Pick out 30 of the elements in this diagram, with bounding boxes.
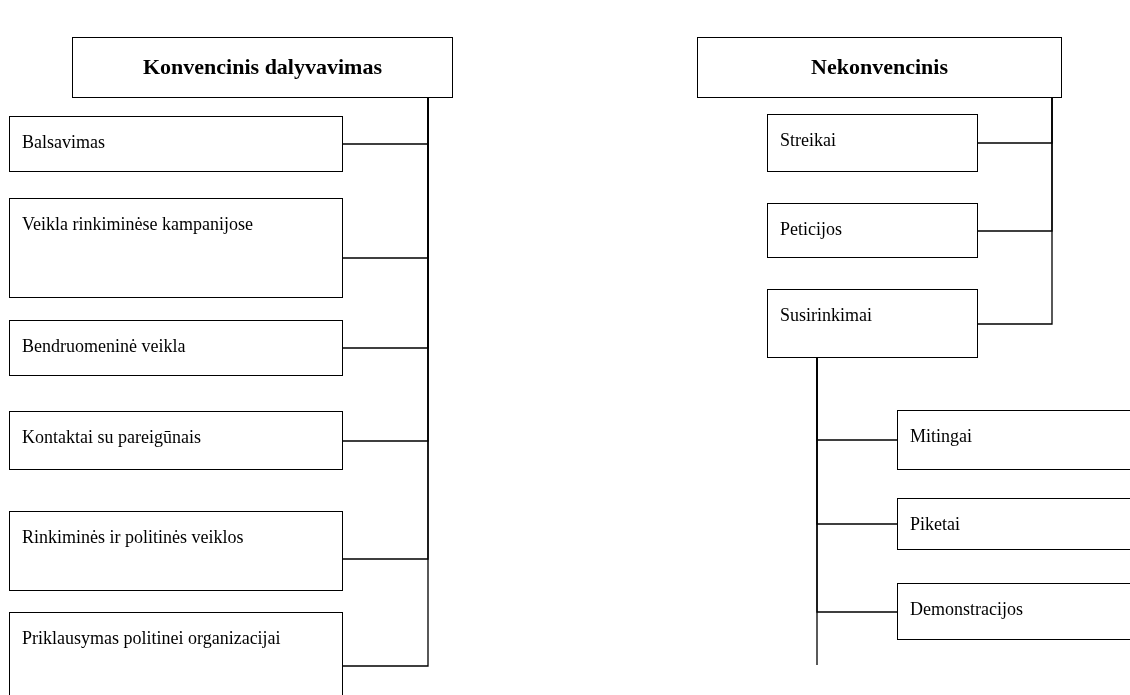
item-label: Rinkiminės ir politinės veiklos (22, 526, 244, 549)
item-box (897, 410, 1130, 470)
connector-line (816, 357, 818, 666)
connector-line (977, 97, 1053, 325)
item-label: Kontaktai su pareigūnais (22, 426, 201, 449)
item-label: Priklausymas politinei organizacijai (22, 627, 281, 650)
item-box (9, 612, 343, 695)
item-box (897, 498, 1130, 550)
item-label: Demonstracijos (910, 598, 1023, 621)
item-label: Mitingai (910, 425, 972, 448)
item-box (9, 320, 343, 376)
category-title: Nekonvencinis (811, 54, 948, 81)
category-box (72, 37, 453, 98)
item-box (9, 116, 343, 172)
item-box (767, 203, 978, 258)
item-box (767, 114, 978, 172)
item-label: Susirinkimai (780, 304, 872, 327)
item-label: Balsavimas (22, 131, 105, 154)
item-box (9, 198, 343, 298)
category-box (697, 37, 1062, 98)
item-label: Streikai (780, 129, 836, 152)
item-label: Bendruomeninė veikla (22, 335, 186, 358)
item-box (9, 411, 343, 470)
item-label: Piketai (910, 513, 960, 536)
item-label: Veikla rinkiminėse kampanijose (22, 213, 253, 236)
category-title: Konvencinis dalyvavimas (143, 54, 382, 81)
item-box (9, 511, 343, 591)
item-box (897, 583, 1130, 640)
item-label: Peticijos (780, 218, 842, 241)
item-box (767, 289, 978, 358)
